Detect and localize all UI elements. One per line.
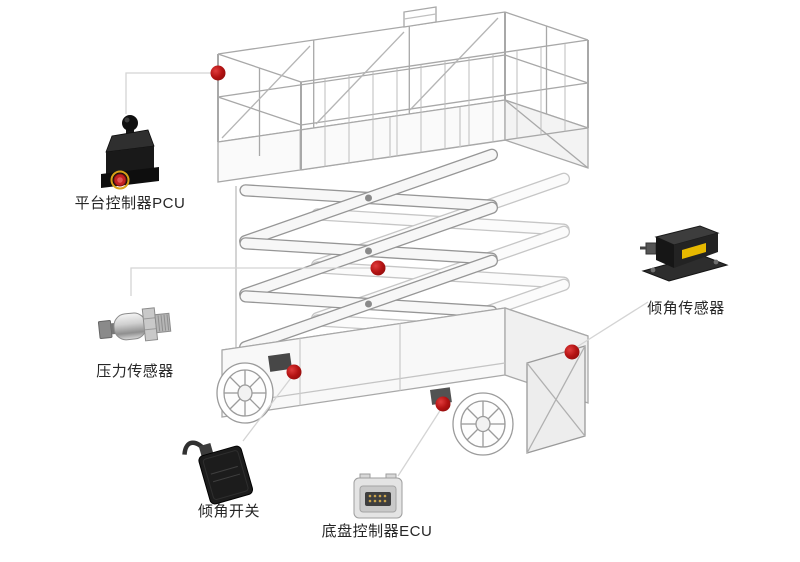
lift-wireframe (216, 6, 589, 456)
marker-tilt-switch (286, 364, 302, 380)
connector-ecu (397, 405, 444, 477)
marker-tilt-sensor (564, 344, 580, 360)
wheel-left (216, 362, 274, 424)
rail-control-box (403, 6, 437, 28)
tilt-sensor-icon (640, 225, 729, 282)
scissor-arms-front (235, 148, 499, 354)
callout-markers (210, 65, 580, 412)
wheel-right (452, 392, 514, 456)
label-ecu: 底盘控制器ECU (321, 523, 433, 540)
label-tilt-switch: 倾角开关 (197, 503, 260, 520)
connector-tilt-switch (242, 373, 295, 442)
pressure-sensor-icon (97, 307, 172, 342)
chassis-end-panel (526, 345, 586, 454)
platform-deck (217, 99, 589, 183)
marker-ecu (435, 396, 451, 412)
tilt-switch-icon (182, 440, 254, 505)
pcu-joystick-icon (101, 115, 159, 190)
label-pressure-sensor: 压力传感器 (96, 363, 174, 380)
chassis (221, 307, 589, 454)
marker-pressure-sensor (370, 260, 386, 276)
connector-pressure-sensor (130, 267, 378, 296)
callout-connectors (125, 72, 649, 477)
connector-tilt-sensor (571, 301, 649, 351)
label-pcu: 平台控制器PCU (74, 195, 186, 212)
platform-guardrail (217, 6, 589, 170)
ecu-icon (353, 473, 403, 519)
label-tilt-sensor: 倾角传感器 (647, 300, 725, 317)
connector-pcu (125, 72, 218, 114)
marker-pcu (210, 65, 226, 81)
